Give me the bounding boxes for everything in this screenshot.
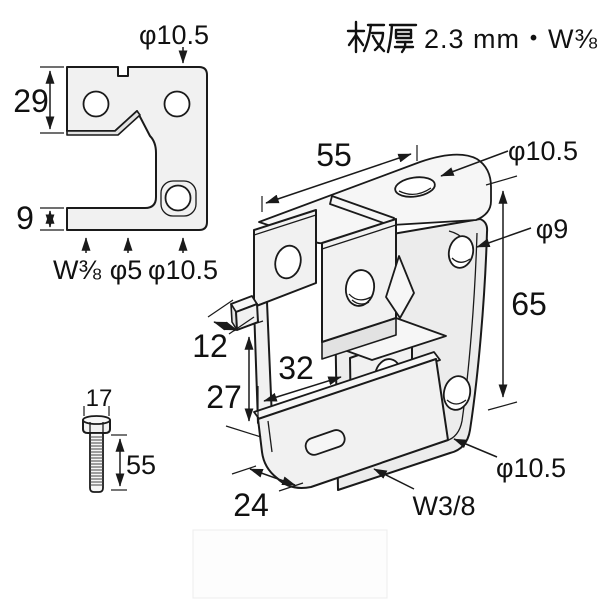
iso-jaw-tooth [385, 255, 415, 319]
bolt-dim55-label: 55 [126, 450, 156, 480]
front-hole-bottom-contour [160, 180, 197, 217]
bolt-view: 17 55 [82, 385, 156, 493]
watermark-box [192, 529, 388, 599]
dim24-ext-1 [231, 465, 257, 475]
front-hole-left [82, 90, 110, 118]
iso-w38-leader [373, 468, 415, 490]
iso-hole-corner-depth [446, 399, 467, 405]
iso-corner-hole-red-label: φ10.5 [496, 453, 566, 483]
front-view: φ10.5 29 9 W⅜ φ5 φ10.5 [13, 20, 218, 285]
front-hole-right [163, 90, 191, 118]
iso-left-wall-thickness [253, 214, 317, 236]
front-top-hole-label: φ10.5 [139, 20, 209, 50]
iso-top-hole-leader [440, 150, 509, 177]
dim12-label: 12 [192, 328, 228, 364]
dim65-ext-bottom [487, 401, 518, 411]
dim32-line [263, 376, 342, 402]
bolt-threads [90, 436, 103, 486]
iso-jaw-upper-hole-shade2 [351, 299, 370, 305]
bolt-shank [89, 432, 104, 493]
front-hole-bottom [164, 184, 192, 212]
dim27-ext-top [232, 320, 264, 332]
iso-w38-label: W3/8 [412, 491, 475, 521]
iso-hole-phi9-depth [451, 257, 471, 263]
dim27-label: 27 [206, 379, 242, 415]
iso-channel-lip-thickness [267, 420, 273, 453]
dim65-label: 65 [511, 286, 547, 322]
dim17-label: 17 [86, 385, 113, 412]
iso-view: 55 φ10.5 φ9 65 12 27 32 24 W3/8 [192, 136, 578, 523]
dim32-label: 32 [278, 350, 314, 386]
callout-w38-label: W⅜ [53, 255, 101, 285]
dim24-line [249, 468, 296, 486]
kanji-ita-atsu [346, 20, 418, 54]
dim55-line [265, 153, 412, 204]
iso-top-hole-label: φ10.5 [508, 136, 578, 166]
iso-jaw-upper-thickness [321, 224, 397, 250]
dim12-line [213, 321, 238, 331]
plate-thickness-value: 2.3 mm・W⅜ [424, 24, 598, 54]
dim12-ext-1 [207, 299, 234, 318]
bolt-head-top [82, 415, 111, 425]
dim55-label: 55 [316, 137, 352, 173]
plate-thickness-note: 2.3 mm・W⅜ [346, 20, 598, 54]
front-view-fold-edge [66, 110, 141, 136]
dim27-ext-bottom [225, 425, 262, 438]
dim24-label: 24 [233, 487, 269, 523]
dim29-label: 29 [13, 83, 49, 119]
iso-channel-slot [304, 429, 346, 456]
callout-phi105-red-label: φ10.5 [148, 255, 218, 285]
iso-left-wall-hole [274, 244, 302, 280]
dim9-label: 9 [16, 200, 34, 236]
iso-phi9-label: φ9 [536, 214, 569, 244]
dim65-ext-top [485, 175, 518, 186]
dim24-ext-2 [278, 482, 304, 492]
iso-corner-hole-leader [453, 438, 498, 458]
iso-jaw-upper-hole-shade1 [348, 293, 372, 301]
callout-phi5-label: φ5 [110, 255, 143, 285]
